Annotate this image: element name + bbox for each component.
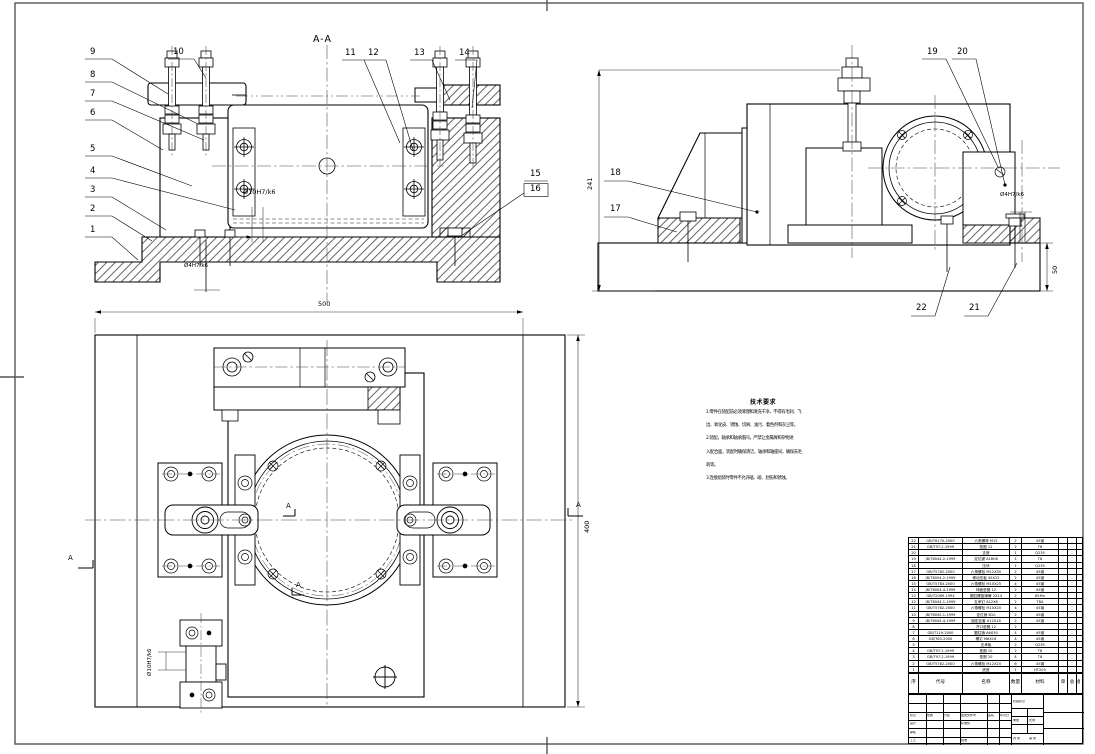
balloon-16: 16 (530, 184, 541, 194)
dim-front-bore: Ø10H7/k6 (243, 188, 276, 196)
balloon-12: 12 (368, 48, 379, 58)
bom-header: 序号 代号 名称 数量 材料 单件 总计 备注 (908, 672, 1083, 694)
tb-scale: 比例 (1029, 718, 1036, 722)
balloon-2: 2 (90, 204, 96, 214)
note-line: 3.连接组装时零件不允许磕、碰、划伤和锈蚀。 (706, 476, 790, 482)
section-mark-a-left: A (68, 554, 73, 562)
balloon-18: 18 (610, 168, 621, 178)
balloon-9: 9 (90, 47, 96, 57)
note-line: 1.零件在装配前必须清理和清洗干净，不得有毛刺、飞 (706, 410, 802, 415)
tb-mark: 标记 (910, 713, 917, 717)
bom-header-name: 名称 (963, 673, 1010, 693)
balloon-14: 14 (459, 48, 470, 58)
section-mark-a-inner-top: A (286, 502, 291, 510)
bom-header-total: 总计 (1068, 673, 1077, 693)
balloon-4: 4 (90, 166, 96, 176)
balloon-1: 1 (90, 225, 96, 235)
balloon-20: 20 (957, 47, 968, 57)
balloon-13: 13 (414, 48, 425, 58)
view-top (78, 310, 585, 714)
notes-title: 技术要求 (749, 399, 776, 406)
dim-top-pin: Ø10H7/k6 (147, 648, 153, 677)
balloon-15: 15 (530, 169, 541, 179)
note-line: 入配合面，装配时确保清洁，轴承和轴座间，确保去毛 (706, 449, 802, 455)
title-block: 标记 处数 分区 更改文件号 签名 年月日 设计 标准化 审核 工艺 批准 阶段… (908, 694, 1084, 745)
tb-page: 第 张 (1029, 737, 1036, 740)
bom-header-material: 材料 (1022, 673, 1059, 693)
dim-top-width: 500 (318, 300, 331, 308)
tb-total: 共 张 (1013, 737, 1020, 740)
bom-header-code: 代号 (919, 673, 963, 693)
bom-header-unit: 单件 (1059, 673, 1068, 693)
note-line: 2.装配，轴承和轴承座间，严禁让金属屑和杂物进 (706, 436, 794, 442)
technical-notes: 技术要求 1.零件在装配前必须清理和清洗干净，不得有毛刺、飞边、氧化皮、锈蚀、切… (706, 397, 820, 485)
tb-design: 设计 (910, 722, 917, 725)
balloon-19: 19 (927, 47, 938, 57)
note-line: 边、氧化皮、锈蚀、切屑、油污、着色剂和灰尘等。 (706, 423, 798, 429)
balloon-5: 5 (90, 144, 96, 154)
balloon-8: 8 (90, 70, 96, 80)
tb-standardize: 标准化 (961, 722, 971, 725)
tb-approve: 批准 (961, 739, 968, 742)
tb-count: 处数 (927, 713, 934, 717)
balloon-11: 11 (345, 48, 356, 58)
bom-header-note: 备注 (1077, 680, 1080, 685)
note-line: 刺等。 (706, 462, 718, 468)
dim-side-height: 241 (586, 177, 594, 190)
tb-check: 审核 (910, 730, 917, 734)
balloon-10: 10 (173, 47, 184, 57)
balloon-22: 22 (916, 303, 927, 313)
bom-header-no: 序号 (909, 673, 919, 693)
bom-header-qty: 数量 (1010, 673, 1022, 693)
section-mark-a-inner-bottom: A (296, 581, 301, 589)
tb-zone: 分区 (944, 713, 951, 717)
dim-side-base-height: 50 (1051, 265, 1059, 274)
dim-front-pin: Ø4H7/k6 (184, 263, 209, 269)
tb-doc-no: 更改文件号 (961, 713, 977, 717)
balloon-3: 3 (90, 185, 96, 195)
balloon-6: 6 (90, 108, 96, 118)
notes-lines: 1.零件在装配前必须清理和清洗干净，不得有毛刺、飞边、氧化皮、锈蚀、切屑、油污、… (706, 406, 820, 485)
dim-side-pin: Ø4H7/k6 (1000, 192, 1025, 198)
tb-sign: 签名 (988, 713, 995, 717)
tb-weight: 重量 (1013, 718, 1020, 722)
section-mark-a-right: A (576, 501, 581, 509)
balloon-7: 7 (90, 89, 96, 99)
balloon-17: 17 (610, 204, 621, 214)
view-section-aa (85, 45, 549, 302)
tb-process: 工艺 (910, 739, 917, 742)
dim-top-depth: 400 (583, 520, 591, 533)
view-side (592, 45, 1060, 317)
section-title: A-A (313, 34, 333, 45)
tb-date: 年月日 (1000, 713, 1010, 717)
tb-stage: 阶段标记 (1013, 700, 1026, 703)
balloon-21: 21 (969, 303, 980, 313)
